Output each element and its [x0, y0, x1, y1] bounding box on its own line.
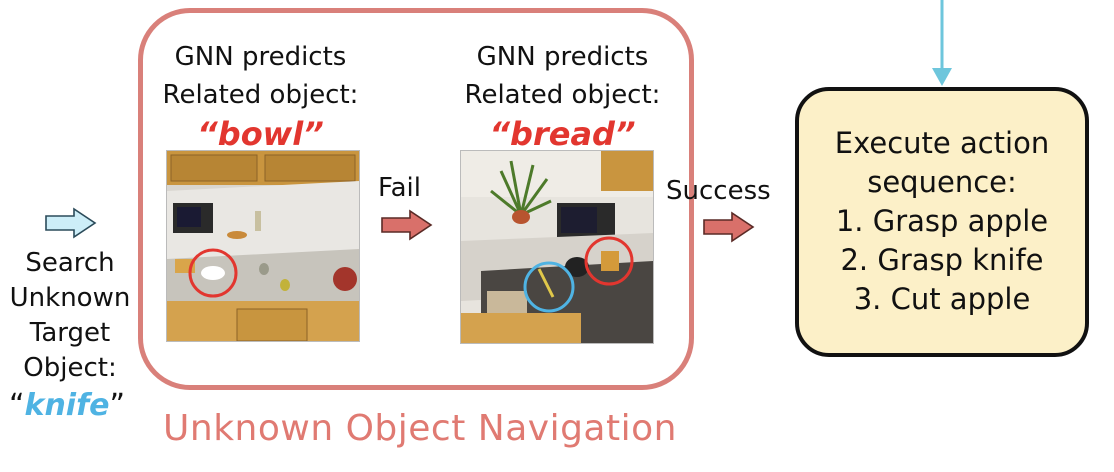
execute-step-2: 2. Grasp knife	[840, 243, 1044, 277]
step2-scene-image	[460, 150, 654, 344]
input-arrow-icon	[45, 207, 97, 239]
execute-step-3: 3. Cut apple	[853, 282, 1031, 316]
step1-detection-circle	[188, 248, 238, 298]
navigation-title: Unknown Object Navigation	[163, 408, 677, 449]
step2-caption: GNN predicts Related object: “bread”	[450, 38, 675, 154]
execute-action-box	[795, 87, 1089, 357]
step1-scene-image	[166, 150, 360, 342]
success-arrow-icon	[703, 211, 755, 243]
search-target-text: Search Unknown Target Object: “knife”	[0, 246, 140, 423]
step2-line-1: GNN predicts	[476, 42, 649, 72]
navigation-frame	[138, 8, 694, 390]
execute-line-2: sequence:	[867, 165, 1017, 199]
step1-line-2: Related object:	[162, 80, 359, 110]
step2-related-object: “bread”	[489, 115, 636, 153]
fail-label: Fail	[378, 173, 421, 203]
step2-detection-circle	[584, 236, 634, 286]
step1-related-object: “bowl”	[197, 115, 324, 153]
search-line-1: Search	[25, 248, 115, 278]
search-line-2: Unknown	[9, 283, 131, 313]
success-label: Success	[666, 176, 771, 206]
execute-line-1: Execute action	[834, 126, 1050, 160]
search-line-4: Object:	[23, 353, 117, 383]
step1-caption: GNN predicts Related object: “bowl”	[148, 38, 373, 154]
step2-target-circle	[523, 261, 575, 313]
search-line-3: Target	[29, 318, 111, 348]
step2-line-2: Related object:	[464, 80, 661, 110]
connector-arrow	[932, 0, 952, 86]
execute-step-1: 1. Grasp apple	[835, 204, 1049, 238]
fail-arrow-icon	[381, 209, 433, 241]
execute-action-text: Execute action sequence: 1. Grasp apple …	[795, 124, 1089, 319]
target-object-label: “knife”	[8, 388, 126, 423]
step1-line-1: GNN predicts	[174, 42, 347, 72]
target-object-name: knife	[24, 388, 110, 423]
